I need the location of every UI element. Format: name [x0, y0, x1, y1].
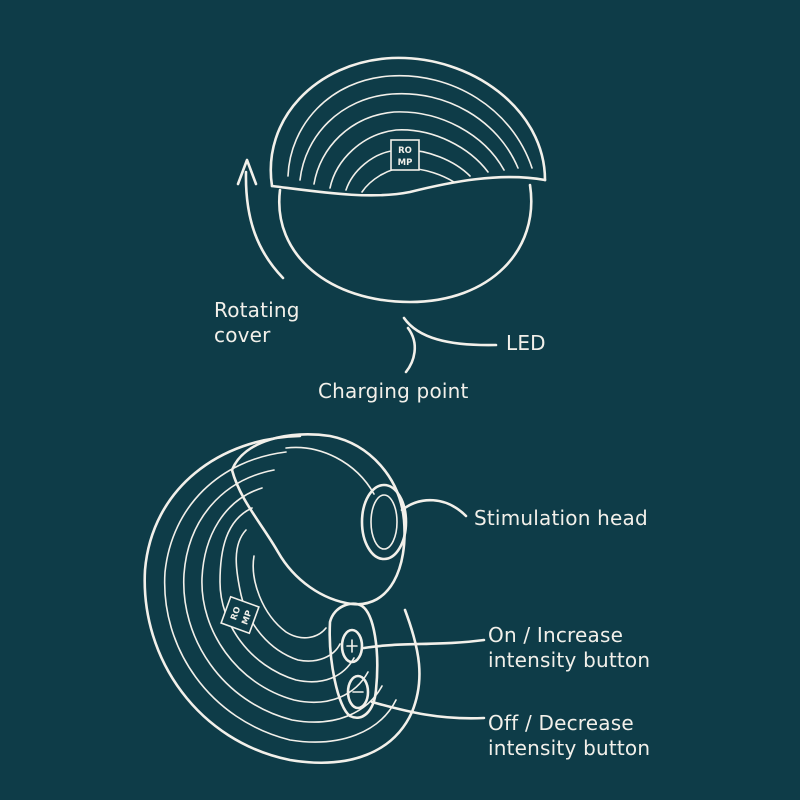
stimulation-leader: [400, 498, 468, 518]
head-housing-inner: [285, 446, 375, 495]
body-grain: [183, 469, 383, 723]
stimulation-head-label: Stimulation head: [474, 506, 648, 530]
bottom-device: [143, 433, 486, 764]
body-grain: [235, 529, 341, 662]
head-housing: [230, 433, 406, 606]
body-grain: [201, 487, 369, 704]
off-button-leader: [370, 700, 486, 720]
body-grain: [219, 507, 355, 683]
cover-grain: [329, 129, 489, 189]
svg-text:MP: MP: [240, 609, 254, 626]
body-outline: [143, 434, 421, 764]
brand-logo-bottom: RO MP: [220, 595, 260, 635]
cover-grain: [361, 167, 455, 193]
charging-point-label: Charging point: [318, 379, 469, 403]
rotate-arrow-head: [236, 158, 258, 186]
rotating-cover-label: Rotating cover: [214, 298, 300, 347]
svg-text:MP: MP: [398, 158, 413, 168]
stimulation-head-inner: [370, 494, 398, 550]
on-increase-button[interactable]: [340, 628, 364, 664]
led-leader: [402, 316, 498, 347]
svg-text:RO: RO: [229, 605, 243, 621]
base-bowl: [277, 183, 533, 304]
body-grain: [163, 451, 397, 743]
top-device: [236, 56, 547, 374]
stimulation-head: [360, 483, 408, 561]
on-increase-label: On / Increase intensity button: [488, 623, 651, 672]
cover-grain: [313, 111, 505, 185]
off-decrease-label: Off / Decrease intensity button: [488, 711, 651, 760]
rotate-arrow: [244, 170, 285, 280]
brand-logo-top: RO MP: [390, 139, 420, 171]
svg-text:RO: RO: [398, 146, 412, 156]
control-panel: [328, 602, 379, 719]
led-label: LED: [506, 331, 546, 355]
charging-leader: [404, 326, 417, 374]
rotating-cover-outline: [269, 56, 547, 188]
plus-icon: [346, 639, 358, 653]
cover-grain: [299, 92, 519, 181]
off-decrease-button[interactable]: [346, 674, 370, 710]
on-button-leader: [362, 638, 486, 650]
cover-grain: [287, 74, 533, 177]
cover-edge: [270, 175, 547, 197]
body-grain: [252, 555, 327, 639]
